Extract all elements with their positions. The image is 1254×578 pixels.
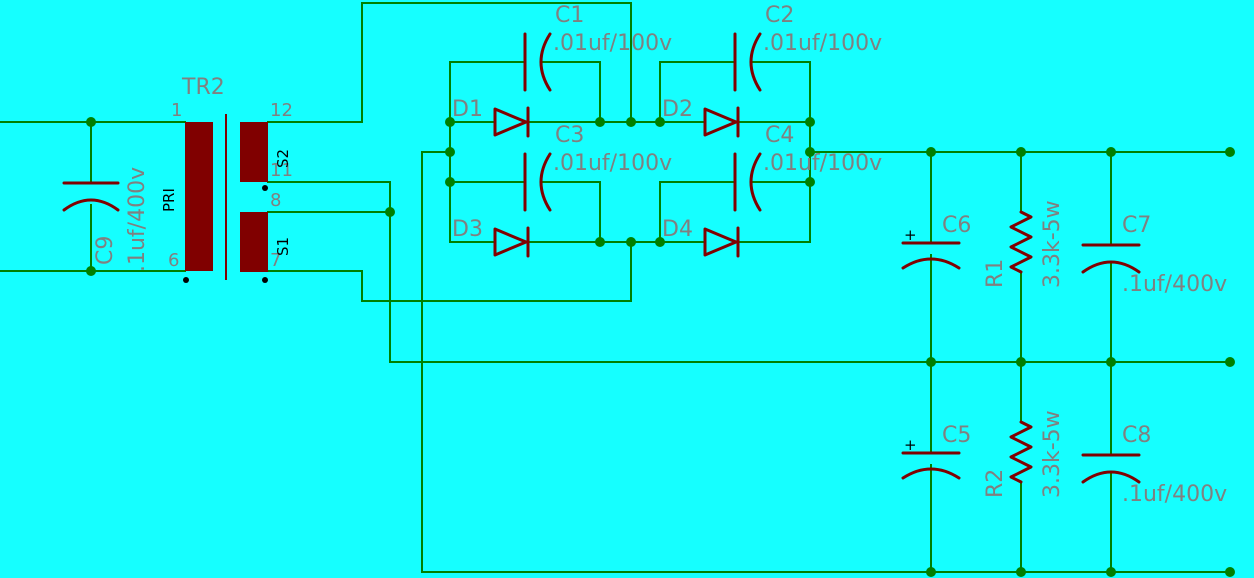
- capacitor-c4: C4 .01uf/100v: [733, 123, 882, 212]
- resistor-r2: R2 3.3k-5w: [983, 410, 1065, 498]
- junction: [1016, 357, 1026, 367]
- capacitor-c1: C1 .01uf/100v: [523, 3, 672, 92]
- capacitor-label: C9: [93, 236, 118, 265]
- capacitor-c3: C3 .01uf/100v: [523, 123, 672, 212]
- terminal-center[interactable]: [1225, 357, 1235, 367]
- capacitor-label: C8: [1122, 423, 1151, 448]
- winding-label-pri: PRI: [160, 188, 178, 212]
- capacitor-value: .1uf/400v: [1122, 272, 1227, 297]
- resistor-label: R2: [983, 469, 1008, 498]
- junction: [805, 147, 815, 157]
- junction: [926, 357, 936, 367]
- diode-label: D1: [452, 97, 483, 122]
- junction: [86, 117, 96, 127]
- junction: [926, 567, 936, 577]
- junction: [805, 117, 815, 127]
- diode-d3: D3: [452, 217, 530, 258]
- capacitor-label: C1: [555, 3, 584, 28]
- junction: [1106, 147, 1116, 157]
- resistor-value: 3.3k-5w: [1040, 200, 1065, 288]
- junction: [385, 207, 395, 217]
- capacitor-label: C6: [942, 213, 971, 238]
- capacitor-c2: C2 .01uf/100v: [733, 3, 882, 92]
- polarity-dot: [183, 277, 189, 283]
- polarity-dot: [262, 185, 268, 191]
- diode-d2: D2: [662, 97, 740, 138]
- junction: [595, 237, 605, 247]
- capacitor-value: .1uf/400v: [125, 167, 150, 272]
- polarity-dot: [262, 277, 268, 283]
- pin-label: 7: [270, 250, 281, 271]
- polarity-plus: +: [904, 226, 917, 244]
- capacitor-label: C2: [765, 3, 794, 28]
- pin-label: 8: [270, 190, 281, 211]
- resistor-r1: R1 3.3k-5w: [983, 200, 1065, 288]
- transformer-label: TR2: [181, 75, 225, 100]
- junction: [626, 117, 636, 127]
- junction: [595, 117, 605, 127]
- capacitor-label: C5: [942, 423, 971, 448]
- secondary-winding-s2: [240, 122, 268, 182]
- capacitor-c8: C8 .1uf/400v: [1081, 423, 1227, 507]
- junction: [445, 177, 455, 187]
- diode-label: D2: [662, 97, 693, 122]
- junction: [1106, 567, 1116, 577]
- junction: [445, 147, 455, 157]
- terminal-negative[interactable]: [1225, 567, 1235, 577]
- capacitor-value: .01uf/100v: [553, 31, 672, 56]
- pin-label: 6: [168, 250, 179, 271]
- capacitor-value: .01uf/100v: [763, 31, 882, 56]
- capacitor-c9: C9 .1uf/400v: [62, 167, 150, 272]
- polarity-plus: +: [904, 436, 917, 454]
- transformer-tr2: TR2 1 6 12 11 8 7 PRI S2 S1: [160, 75, 293, 283]
- junction: [1016, 567, 1026, 577]
- junctions: [86, 117, 1235, 577]
- winding-label-s2: S2: [274, 149, 292, 168]
- capacitor-label: C3: [555, 123, 584, 148]
- capacitor-c5: + C5: [901, 423, 971, 480]
- terminal-positive[interactable]: [1225, 147, 1235, 157]
- junction: [1106, 357, 1116, 367]
- junction: [1016, 147, 1026, 157]
- pin-label: 11: [270, 160, 293, 181]
- pin-label: 12: [270, 100, 293, 121]
- diode-label: D4: [662, 217, 693, 242]
- resistor-label: R1: [983, 259, 1008, 288]
- junction: [655, 237, 665, 247]
- capacitor-c6: + C6: [901, 213, 971, 270]
- capacitor-label: C4: [765, 123, 794, 148]
- junction: [626, 237, 636, 247]
- diode-d4: D4: [662, 217, 740, 258]
- junction: [655, 117, 665, 127]
- wires: [0, 2, 1231, 573]
- capacitor-value: .1uf/400v: [1122, 482, 1227, 507]
- junction: [86, 266, 96, 276]
- junction: [926, 147, 936, 157]
- capacitor-c7: C7 .1uf/400v: [1081, 213, 1227, 297]
- capacitor-label: C7: [1122, 213, 1151, 238]
- capacitor-value: .01uf/100v: [763, 151, 882, 176]
- diode-label: D3: [452, 217, 483, 242]
- primary-winding: [185, 122, 213, 271]
- resistor-value: 3.3k-5w: [1040, 410, 1065, 498]
- pin-label: 1: [171, 100, 182, 121]
- junction: [445, 117, 455, 127]
- capacitor-value: .01uf/100v: [553, 151, 672, 176]
- winding-label-s1: S1: [274, 237, 292, 256]
- secondary-winding-s1: [240, 212, 268, 272]
- diode-d1: D1: [452, 97, 530, 138]
- junction: [805, 177, 815, 187]
